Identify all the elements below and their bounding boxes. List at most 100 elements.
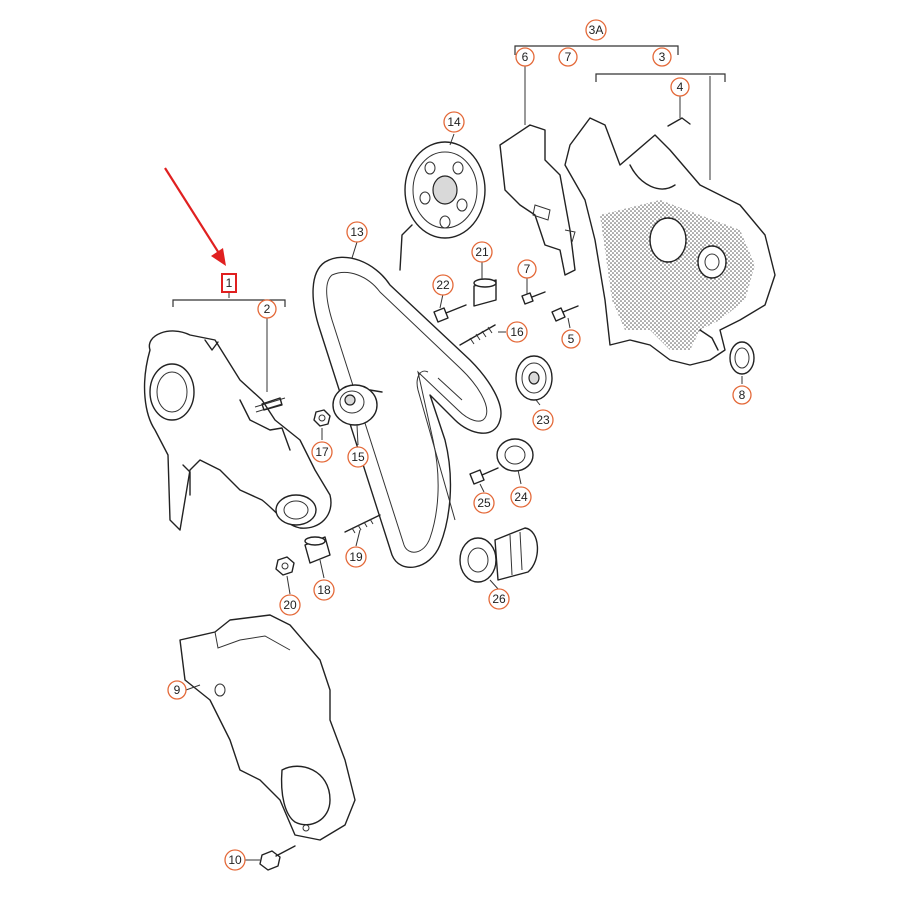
idler-roller-part-24 [496,438,534,472]
callout-circle [670,77,690,97]
callout-circle [257,299,277,319]
callout-c6: 6 [515,47,535,67]
callout-number: 18 [317,583,331,597]
bolt-part-10 [259,845,296,871]
callout-number: 2 [264,302,271,316]
callout-c26: 26 [488,588,510,610]
callout-number: 21 [475,245,489,259]
callout-number: 9 [174,683,181,697]
callout-c7a: 7 [558,47,578,67]
rear-cover-part-3 [564,117,776,366]
water-pump-part-26 [459,527,539,583]
clip-part-2 [261,397,283,411]
callout-circle [432,274,454,296]
callout-number: 8 [739,388,746,402]
bolt-part-7 [521,291,546,305]
callout-number: 1 [226,276,233,290]
callout-number: 16 [510,325,524,339]
callout-c22: 22 [432,274,454,296]
callout-circle [558,47,578,67]
highlight-box [221,273,237,293]
idler-roller-part-23 [515,355,553,401]
callout-circle [652,47,672,67]
callout-c1: 1 [221,273,237,293]
callout-number: 26 [492,592,506,606]
callout-c25: 25 [473,492,495,514]
callout-circle [471,241,493,263]
callout-number: 23 [536,413,550,427]
upper-timing-cover-part-1 [143,330,332,531]
callout-c3a: 3A [585,19,607,41]
callout-number: 7 [565,50,572,64]
camshaft-sprocket-part-14 [399,141,486,271]
callout-number: 17 [315,445,329,459]
stud-part-19 [344,514,381,534]
callout-circle [167,680,187,700]
callout-c18: 18 [313,579,335,601]
callout-c9: 9 [167,680,187,700]
sleeve-part-21 [473,278,497,307]
callout-circle [506,321,528,343]
tensioner-part-15 [332,384,383,426]
callout-circle [732,385,752,405]
callout-circle [443,111,465,133]
callout-number: 19 [349,550,363,564]
callout-circle [279,594,301,616]
callout-number: 22 [436,278,450,292]
callout-circle [473,492,495,514]
seal-part-8 [729,341,755,375]
callout-c7b: 7 [517,259,537,279]
callout-circle [311,441,333,463]
callout-c3: 3 [652,47,672,67]
callout-number: 20 [283,598,297,612]
callout-c17: 17 [311,441,333,463]
callout-c10: 10 [224,849,246,871]
callout-circle [585,19,607,41]
bolt-part-25 [469,467,499,485]
timing-belt-part-13 [312,256,502,568]
nut-part-20 [275,556,295,576]
callout-c24: 24 [510,486,532,508]
callout-c5: 5 [561,329,581,349]
bolt-part-5 [551,305,579,322]
callout-c23: 23 [532,409,554,431]
callout-circle [561,329,581,349]
callout-number: 4 [677,80,684,94]
callout-c15: 15 [347,446,369,468]
bolt-part-22 [433,304,467,323]
callout-number: 3A [589,23,604,37]
group-brackets [172,45,726,307]
callout-circle [532,409,554,431]
callout-circle [224,849,246,871]
nut-part-17 [313,409,331,427]
highlight-arrow [164,167,226,266]
callout-c21: 21 [471,241,493,263]
callout-c19: 19 [345,546,367,568]
callout-circle [488,588,510,610]
callout-c13: 13 [346,221,368,243]
callout-c4: 4 [670,77,690,97]
sleeve-part-18 [304,536,331,564]
callout-circle [510,486,532,508]
callout-number: 3 [659,50,666,64]
callout-circle [345,546,367,568]
leader-lines [185,52,743,861]
callout-number: 14 [447,115,461,129]
callout-number: 6 [522,50,529,64]
callout-number: 10 [228,853,242,867]
callout-number: 7 [524,262,531,276]
callout-number: 13 [350,225,364,239]
callout-c2: 2 [257,299,277,319]
lower-cover-part-9 [179,614,356,841]
callout-number: 25 [477,496,491,510]
stud-part-16 [459,324,496,346]
callout-number: 15 [351,450,365,464]
callout-number: 5 [568,332,575,346]
middle-cover-part-6 [499,124,576,276]
callout-circle [346,221,368,243]
callout-circle [515,47,535,67]
callout-circle [517,259,537,279]
callout-circle [313,579,335,601]
callout-c14: 14 [443,111,465,133]
